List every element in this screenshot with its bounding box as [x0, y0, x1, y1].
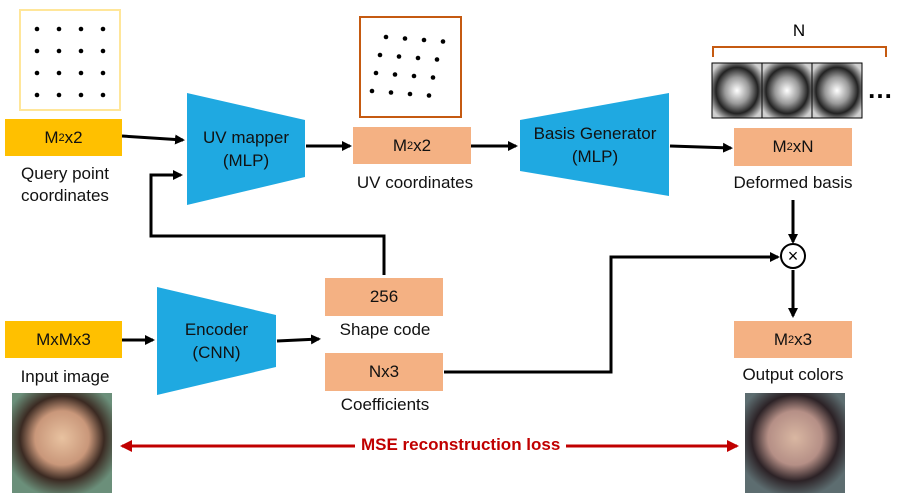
shape-code-box: 256: [325, 278, 443, 316]
uv-box-rest: x2: [413, 135, 432, 155]
input-image-box: MxMx3: [5, 321, 122, 358]
query-grid-dot: [34, 26, 40, 32]
encoder-title: Encoder: [184, 320, 249, 339]
output-photo: [745, 393, 845, 493]
basis-generator-subtitle: (MLP): [571, 147, 619, 166]
query-grid-dot: [34, 70, 40, 76]
uv-grid-dot: [373, 70, 379, 76]
basis-box-rest: xN: [792, 137, 814, 156]
query-grid-dot: [56, 92, 62, 98]
basis-generator-title: Basis Generator: [533, 124, 657, 143]
arrow-encoder-to-codes: [276, 334, 321, 345]
encoder-text: Encoder (CNN): [157, 318, 276, 364]
n-brace-label: N: [793, 21, 805, 40]
query-box-sup: 2: [58, 131, 65, 144]
output-box-base: M: [773, 329, 789, 349]
basis-box-base: M: [772, 137, 787, 156]
uv-mapper-block: [187, 93, 305, 205]
input-photo: [12, 393, 112, 493]
coefficients-box: Nx3: [325, 353, 443, 391]
uv-grid-dot: [434, 57, 440, 62]
output-box-sup: 2: [788, 333, 795, 346]
query-grid-dot: [78, 92, 84, 98]
loss-label: MSE reconstruction loss: [355, 435, 567, 455]
query-box-base: M: [44, 127, 59, 147]
arrow-basisgen-to-basis: [669, 142, 733, 153]
query-grid-frame: [19, 9, 121, 111]
uv-grid-dot: [369, 88, 375, 94]
query-box-rest: x2: [64, 127, 83, 147]
uv-caption: UV coordinates: [356, 173, 474, 192]
uv-grid-dot: [426, 93, 432, 98]
query-grid-dot: [56, 48, 62, 54]
query-grid-dot: [34, 48, 40, 54]
query-grid-dots: [34, 26, 106, 98]
basis-caption: Deformed basis: [733, 173, 853, 192]
encoder-block: [157, 287, 276, 395]
basis-thumbnail: [711, 62, 763, 119]
uv-mapper-title: UV mapper: [203, 128, 289, 147]
uv-grid-dot: [396, 54, 402, 59]
uv-grid-dot: [440, 39, 446, 44]
query-grid-dot: [56, 70, 62, 76]
uv-mapper-text: UV mapper (MLP): [187, 126, 305, 172]
query-grid-dot: [34, 92, 40, 98]
input-caption: Input image: [20, 367, 110, 386]
basis-box-sup: 2: [786, 141, 793, 153]
query-grid-dot: [78, 70, 84, 76]
output-box-rest: x3: [794, 329, 813, 349]
multiply-operator: [780, 243, 806, 269]
query-caption-line2: coordinates: [21, 186, 109, 205]
basis-ellipsis: …: [867, 74, 893, 104]
query-caption: Query point coordinates: [0, 163, 130, 207]
uv-grid-dot: [392, 72, 398, 77]
arrow-query-to-uvmapper: [121, 134, 185, 145]
output-caption: Output colors: [742, 365, 844, 384]
arrow-shapecode-to-uvmapper: [149, 170, 386, 275]
encoder-subtitle: (CNN): [192, 343, 241, 362]
query-caption-line1: Query point: [21, 164, 109, 183]
uv-grid-dot: [377, 52, 383, 58]
multiply-symbol: ×: [788, 246, 799, 266]
uv-grid-frame: [359, 16, 462, 118]
uv-grid-dot: [411, 73, 417, 79]
query-grid-dot: [100, 92, 106, 98]
uv-grid-dot: [388, 90, 394, 95]
query-grid-dot: [56, 26, 62, 32]
uv-grid-dot: [415, 55, 421, 61]
basis-generator-text: Basis Generator (MLP): [520, 122, 670, 168]
basis-thumbnail: [761, 62, 813, 119]
shape-code-caption: Shape code: [339, 320, 431, 339]
coefficients-caption: Coefficients: [340, 395, 430, 414]
basis-thumbnail: [811, 62, 863, 119]
query-grid-dot: [100, 70, 106, 76]
uv-mapper-subtitle: (MLP): [222, 151, 270, 170]
arrow-coefficients-to-multiply: [444, 252, 780, 374]
query-grid-dot: [100, 26, 106, 32]
uv-grid-dots: [369, 34, 446, 98]
uv-box-sup: 2: [407, 139, 414, 152]
query-grid-dot: [78, 48, 84, 54]
uv-grid-dot: [430, 75, 436, 80]
uv-grid-dot: [407, 91, 413, 97]
uv-grid-dot: [421, 37, 427, 43]
uv-box-base: M: [392, 135, 408, 155]
query-grid-dot: [100, 48, 106, 54]
uv-grid-dot: [383, 34, 389, 40]
query-grid-dot: [78, 26, 84, 32]
basis-generator-block: [520, 93, 669, 196]
uv-grid-dot: [402, 36, 408, 41]
n-brace: [712, 46, 887, 57]
basis-thumbnails: [711, 62, 863, 119]
